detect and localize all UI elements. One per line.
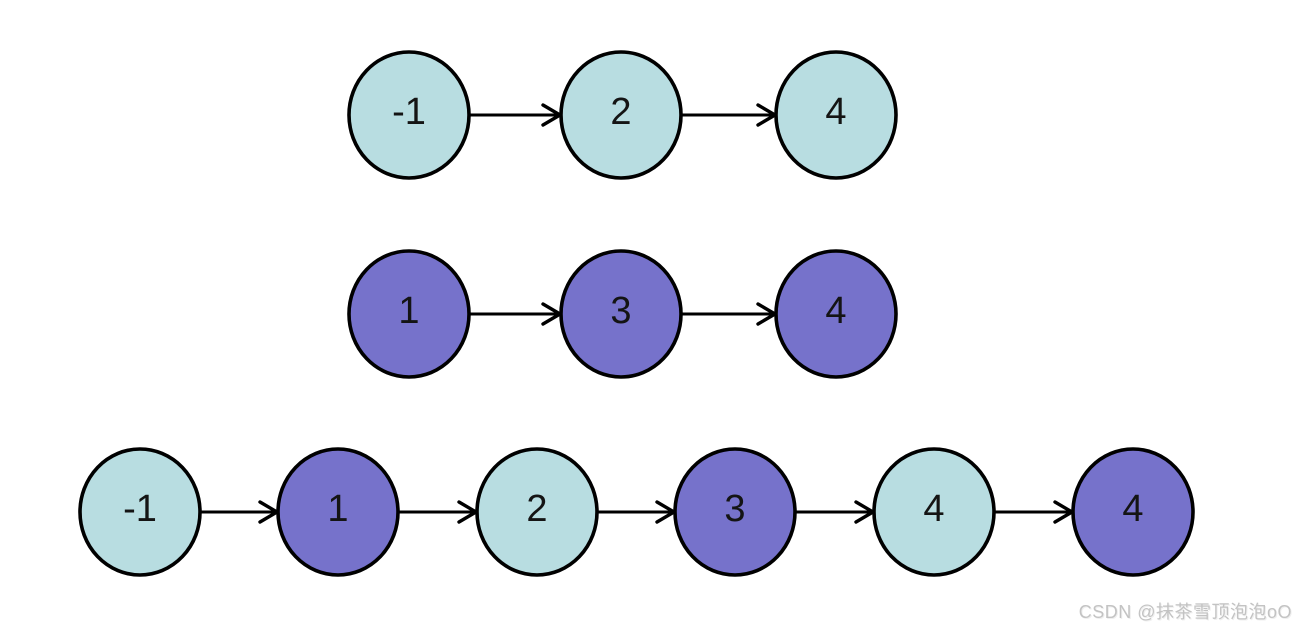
list-node-value: 4: [1122, 488, 1143, 530]
list-node: 4: [872, 447, 996, 577]
next-pointer-arrow-icon: [682, 103, 777, 127]
list-node-value: 4: [825, 91, 846, 133]
linked-list-row-list-a: -1 2 4: [347, 50, 898, 180]
watermark: CSDN @抹茶雪顶泡泡oO: [1078, 602, 1292, 622]
list-node-circle: [347, 50, 471, 180]
list-node: 1: [347, 249, 471, 379]
list-node-circle: [475, 447, 599, 577]
list-node: 1: [276, 447, 400, 577]
next-pointer-arrow-icon: [470, 302, 562, 326]
next-pointer-arrow-icon: [399, 500, 478, 524]
list-node-circle: [774, 249, 898, 379]
linked-list-row-list-b: 1 3 4: [347, 249, 898, 379]
next-pointer-arrow-icon: [682, 302, 777, 326]
list-node-value: -1: [392, 91, 426, 133]
next-pointer-arrow-icon: [201, 500, 279, 524]
list-node-circle: [774, 50, 898, 180]
list-node: 2: [559, 50, 683, 180]
list-node-value: 2: [610, 91, 631, 133]
list-node-circle: [1071, 447, 1195, 577]
list-node: 3: [673, 447, 797, 577]
list-node-circle: [559, 50, 683, 180]
next-pointer-arrow-icon: [796, 500, 875, 524]
linked-list-row-merged-list: -1 1 2 3 4 4: [78, 447, 1195, 577]
list-node-value: 3: [724, 488, 745, 530]
list-node-circle: [347, 249, 471, 379]
next-pointer-arrow-icon: [470, 103, 562, 127]
next-pointer-arrow-icon: [995, 500, 1074, 524]
list-node: -1: [347, 50, 471, 180]
list-node: 2: [475, 447, 599, 577]
list-node: 3: [559, 249, 683, 379]
list-node-value: 1: [398, 290, 419, 332]
list-node: 4: [774, 50, 898, 180]
list-node: 4: [1071, 447, 1195, 577]
list-node-circle: [276, 447, 400, 577]
list-node-value: 1: [327, 488, 348, 530]
list-node-value: 4: [825, 290, 846, 332]
list-node-value: 2: [526, 488, 547, 530]
list-node-circle: [559, 249, 683, 379]
list-node: -1: [78, 447, 202, 577]
list-node: 4: [774, 249, 898, 379]
list-node-circle: [78, 447, 202, 577]
list-node-circle: [673, 447, 797, 577]
list-node-value: 4: [923, 488, 944, 530]
list-node-circle: [872, 447, 996, 577]
list-node-value: 3: [610, 290, 631, 332]
next-pointer-arrow-icon: [598, 500, 676, 524]
list-node-value: -1: [123, 488, 157, 530]
